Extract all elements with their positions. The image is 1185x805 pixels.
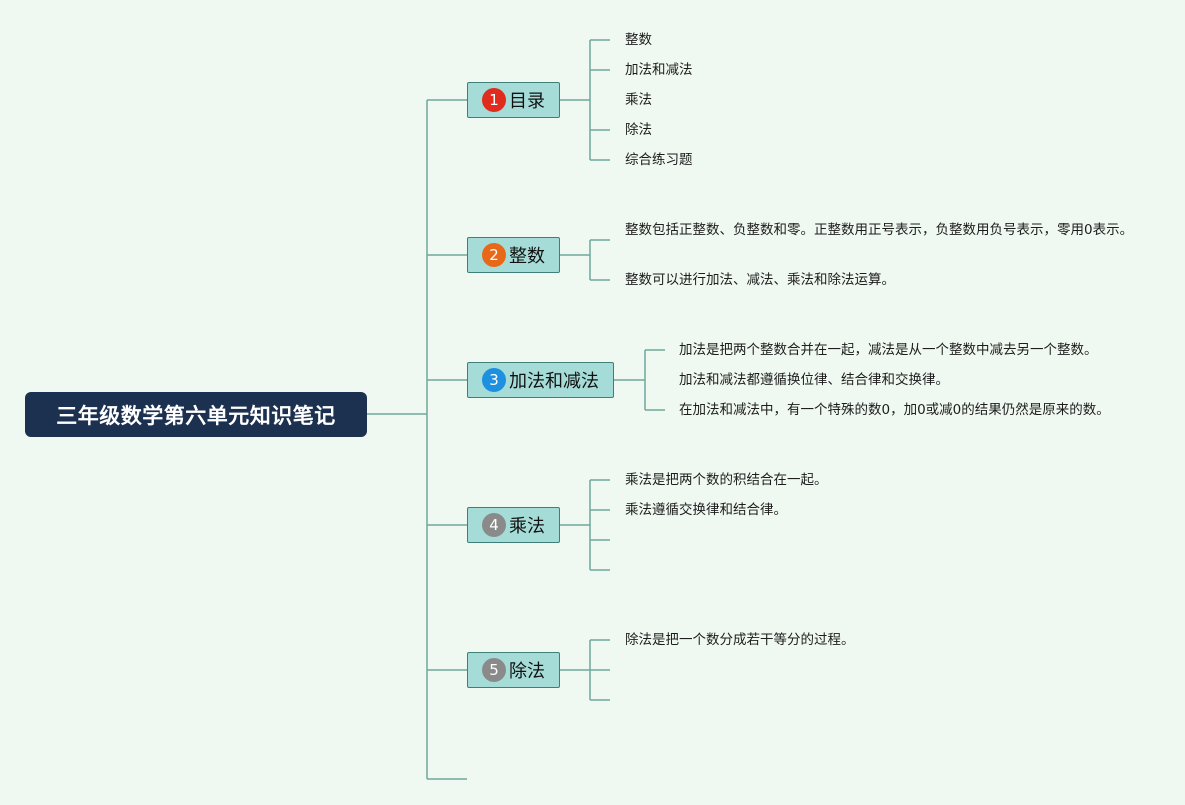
number-badge-icon: 1: [482, 88, 506, 112]
topic-label: 加法和减法: [509, 371, 599, 392]
leaf-multiplication-2[interactable]: 乘法遵循交换律和结合律。: [625, 502, 787, 518]
topic-node-multiplication[interactable]: 4 乘法: [467, 507, 560, 543]
leaf-division-1[interactable]: 除法是把一个数分成若干等分的过程。: [625, 632, 855, 648]
topic-label: 乘法: [509, 516, 545, 537]
topic-node-integers[interactable]: 2 整数: [467, 237, 560, 273]
topic-node-add-subtract[interactable]: 3 加法和减法: [467, 362, 614, 398]
leaf-add-subtract-2[interactable]: 加法和减法都遵循换位律、结合律和交换律。: [679, 372, 949, 388]
leaf-integers-1[interactable]: 整数包括正整数、负整数和零。正整数用正号表示，负整数用负号表示，零用0表示。: [625, 222, 1134, 238]
number-badge-icon: 5: [482, 658, 506, 682]
leaf-contents-2[interactable]: 加法和减法: [625, 62, 693, 78]
leaf-add-subtract-3[interactable]: 在加法和减法中，有一个特殊的数0，加0或减0的结果仍然是原来的数。: [679, 402, 1110, 418]
leaf-contents-1[interactable]: 整数: [625, 32, 652, 48]
topic-label: 除法: [509, 661, 545, 682]
leaf-add-subtract-1[interactable]: 加法是把两个整数合并在一起，减法是从一个整数中减去另一个整数。: [679, 342, 1098, 358]
leaf-contents-4[interactable]: 除法: [625, 122, 652, 138]
number-badge-icon: 4: [482, 513, 506, 537]
leaf-contents-3[interactable]: 乘法: [625, 92, 652, 108]
number-badge-icon: 2: [482, 243, 506, 267]
leaf-integers-2[interactable]: 整数可以进行加法、减法、乘法和除法运算。: [625, 272, 895, 288]
topic-node-contents[interactable]: 1 目录: [467, 82, 560, 118]
topic-label: 整数: [509, 246, 545, 267]
leaf-contents-5[interactable]: 综合练习题: [625, 152, 693, 168]
root-title: 三年级数学第六单元知识笔记: [56, 403, 336, 428]
leaf-multiplication-1[interactable]: 乘法是把两个数的积结合在一起。: [625, 472, 828, 488]
topic-label: 目录: [509, 91, 545, 112]
topic-node-division[interactable]: 5 除法: [467, 652, 560, 688]
number-badge-icon: 3: [482, 368, 506, 392]
root-node[interactable]: 三年级数学第六单元知识笔记: [25, 392, 367, 437]
